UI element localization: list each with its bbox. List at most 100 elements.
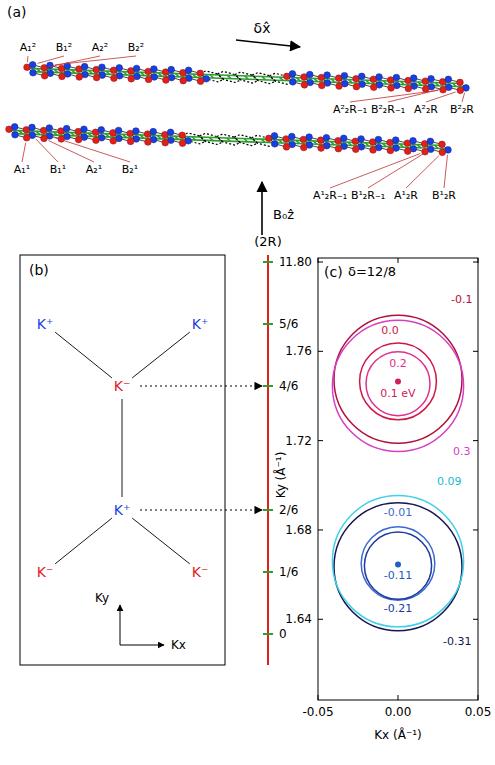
field-arrow bbox=[261, 182, 263, 235]
axis-tick bbox=[263, 509, 273, 511]
axis-tick bbox=[473, 619, 478, 620]
atom bbox=[30, 69, 37, 76]
atom bbox=[133, 65, 140, 72]
coupling-rung bbox=[123, 72, 127, 75]
atom bbox=[271, 133, 278, 140]
energy-label: -0.31 bbox=[442, 636, 472, 648]
atom-label: B₂¹ bbox=[121, 164, 139, 176]
axis-tick bbox=[478, 258, 479, 263]
coupling-rung bbox=[54, 132, 58, 135]
valley-label: K⁻ bbox=[36, 565, 55, 580]
zone-line bbox=[55, 332, 112, 378]
atom bbox=[457, 87, 464, 94]
atom bbox=[370, 147, 377, 154]
energy-label: 0.0 bbox=[380, 325, 400, 337]
coupling-rung bbox=[158, 73, 162, 76]
leader-line bbox=[22, 143, 26, 162]
energy-label: 0.09 bbox=[436, 476, 463, 488]
fermi-contour bbox=[360, 343, 437, 420]
atom-label: A¹₂R bbox=[393, 190, 419, 202]
leader-line bbox=[426, 92, 456, 102]
tick-label: 1.64 bbox=[284, 613, 313, 626]
atom bbox=[197, 78, 204, 85]
valley-label: K⁺ bbox=[113, 503, 132, 518]
atom bbox=[115, 127, 122, 134]
atom bbox=[116, 65, 123, 72]
coupling-rung bbox=[37, 69, 41, 72]
atom bbox=[41, 135, 48, 142]
atom bbox=[110, 138, 117, 145]
coupling-rung bbox=[19, 131, 23, 134]
coupling-rung bbox=[366, 80, 370, 83]
coupling-rung bbox=[313, 141, 317, 144]
axis-tick bbox=[318, 258, 319, 263]
leader-line bbox=[37, 56, 64, 63]
projection-arrow bbox=[140, 509, 262, 510]
atom bbox=[387, 147, 394, 154]
coupling-rung bbox=[435, 83, 439, 86]
atom bbox=[457, 79, 464, 86]
atom bbox=[12, 131, 19, 138]
atom bbox=[318, 82, 325, 89]
coupling-rung bbox=[435, 145, 439, 148]
atom bbox=[81, 126, 88, 133]
leader-line bbox=[49, 141, 94, 162]
coupling-rung bbox=[417, 145, 421, 148]
coupling-rung bbox=[262, 77, 266, 80]
tick-label: 1/6 bbox=[278, 566, 299, 579]
atom-label: B²₂R₋₁ bbox=[370, 104, 406, 116]
axis-title: Ky (Å⁻¹) bbox=[275, 451, 288, 500]
coupling-rung bbox=[279, 77, 283, 80]
axis-tick bbox=[318, 619, 323, 620]
coupling-rung bbox=[192, 137, 196, 140]
atom bbox=[288, 133, 295, 140]
panel-label: (a) bbox=[6, 5, 28, 20]
coupling-rung bbox=[193, 74, 197, 77]
fermi-contour bbox=[364, 532, 431, 599]
fermi-contour bbox=[332, 320, 463, 451]
atom bbox=[341, 72, 348, 79]
coupling-rung bbox=[72, 70, 76, 73]
zone-line bbox=[132, 518, 190, 564]
energy-label: 0.3 bbox=[452, 446, 472, 458]
atom bbox=[179, 140, 186, 147]
atom bbox=[352, 146, 359, 153]
valley-label: K⁻ bbox=[191, 565, 210, 580]
coupling-rung bbox=[261, 139, 265, 142]
axis-tick bbox=[398, 258, 399, 263]
atom bbox=[128, 76, 135, 83]
atom bbox=[392, 137, 399, 144]
coupling-rung bbox=[54, 69, 58, 72]
fermi-contour bbox=[332, 496, 463, 627]
atom-label: A²₂R₋₁ bbox=[332, 104, 368, 116]
atom bbox=[75, 136, 82, 143]
leader-line bbox=[27, 56, 29, 62]
atom bbox=[300, 144, 307, 151]
coupling-rung bbox=[175, 74, 179, 77]
atom bbox=[111, 75, 118, 82]
coupling-rung bbox=[141, 72, 145, 75]
atom bbox=[410, 137, 417, 144]
atom bbox=[81, 63, 88, 70]
atom bbox=[427, 138, 434, 145]
fermi-point bbox=[395, 378, 401, 384]
panel-label: (b) bbox=[28, 263, 50, 278]
atom bbox=[272, 141, 279, 148]
atom bbox=[318, 145, 325, 152]
panel-label: (c) bbox=[323, 265, 344, 280]
tick-label: 1.76 bbox=[284, 345, 313, 358]
atom bbox=[163, 77, 170, 84]
tick-label: 2/6 bbox=[278, 504, 299, 517]
leader-line bbox=[444, 155, 447, 188]
valley-label: K⁺ bbox=[191, 317, 210, 332]
atom bbox=[127, 138, 134, 145]
axis-tick bbox=[263, 323, 273, 325]
atom bbox=[98, 127, 105, 134]
coupling-rung bbox=[245, 76, 249, 79]
atom bbox=[376, 74, 383, 81]
atom bbox=[404, 148, 411, 155]
tick-label: 0.00 bbox=[384, 706, 413, 719]
coupling-rung bbox=[157, 136, 161, 139]
axis-arrow bbox=[120, 605, 121, 645]
vector-label: B₀ẑ bbox=[272, 208, 295, 222]
